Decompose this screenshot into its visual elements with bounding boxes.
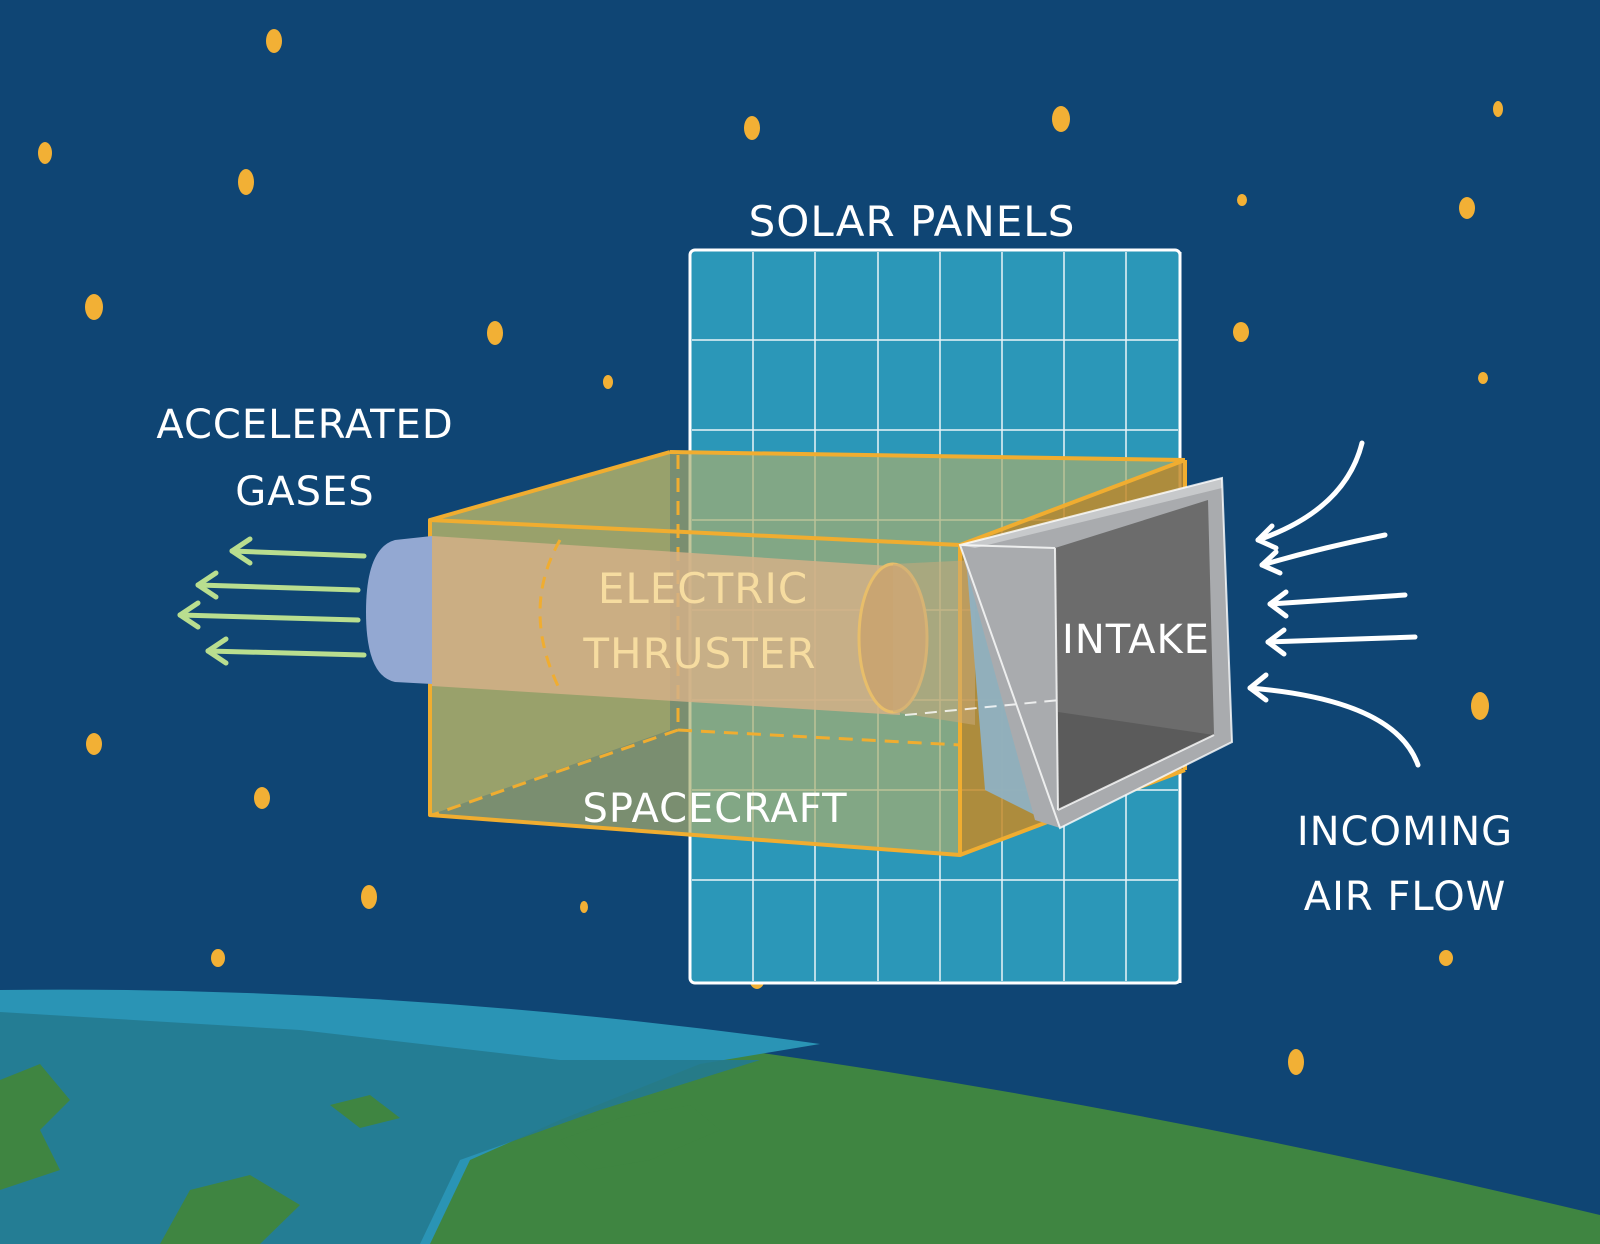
thruster-cylinder — [432, 536, 900, 715]
star — [487, 321, 503, 345]
earth — [0, 989, 1600, 1244]
star — [361, 885, 377, 909]
label-incoming-air-flow-line2: AIR FLOW — [1304, 874, 1507, 920]
label-accelerated-gases-line1: ACCELERATED — [156, 402, 453, 448]
earth-continent — [160, 1175, 300, 1244]
thruster-nozzle — [366, 536, 432, 684]
airflow-arrow — [1247, 672, 1421, 768]
intake — [904, 476, 1234, 830]
star — [254, 787, 270, 809]
star — [1493, 101, 1503, 117]
airflow-arrow — [1259, 532, 1388, 576]
exhaust-arrow — [177, 600, 361, 630]
star — [1439, 950, 1453, 966]
star — [38, 142, 52, 164]
earth-continent — [330, 1095, 400, 1128]
star — [85, 294, 103, 320]
label-incoming-air-flow-line1: INCOMING — [1297, 809, 1513, 855]
spacecraft-top-face — [430, 452, 1185, 545]
intake-inner-floor — [1058, 712, 1214, 810]
label-spacecraft: SPACECRAFT — [582, 786, 847, 832]
exhaust-arrow — [229, 536, 367, 566]
star — [1478, 372, 1488, 384]
label-electric-thruster-line1: ELECTRIC — [598, 564, 808, 613]
star — [1471, 692, 1489, 720]
label-accelerated-gases-line2: GASES — [235, 469, 374, 515]
exhaust-arrows — [177, 536, 367, 666]
star — [603, 375, 613, 389]
airflow-arrows — [1247, 440, 1421, 768]
stars — [38, 29, 1503, 1075]
label-electric-thruster-line2: THRUSTER — [582, 629, 816, 678]
earth-continent — [0, 1064, 70, 1190]
label-solar-panels: SOLAR PANELS — [749, 197, 1076, 246]
star — [86, 733, 102, 755]
star — [1459, 197, 1475, 219]
airflow-arrow — [1265, 627, 1418, 657]
labels: SOLAR PANELS ACCELERATED GASES ELECTRIC … — [156, 197, 1513, 920]
star — [1237, 194, 1247, 206]
exhaust-arrow — [205, 636, 367, 666]
earth-continent — [560, 1105, 720, 1170]
airflow-arrow — [1255, 440, 1365, 551]
star — [1233, 322, 1249, 342]
star — [580, 901, 588, 913]
airflow-arrow — [1267, 589, 1408, 619]
label-intake: INTAKE — [1062, 617, 1210, 663]
star — [211, 949, 225, 967]
star — [744, 116, 760, 140]
star — [1052, 106, 1070, 132]
exhaust-arrow — [195, 570, 361, 600]
earth-ocean-shadow — [0, 1012, 760, 1244]
star — [266, 29, 282, 53]
electric-thruster — [432, 536, 975, 725]
star — [238, 169, 254, 195]
star — [1288, 1049, 1304, 1075]
